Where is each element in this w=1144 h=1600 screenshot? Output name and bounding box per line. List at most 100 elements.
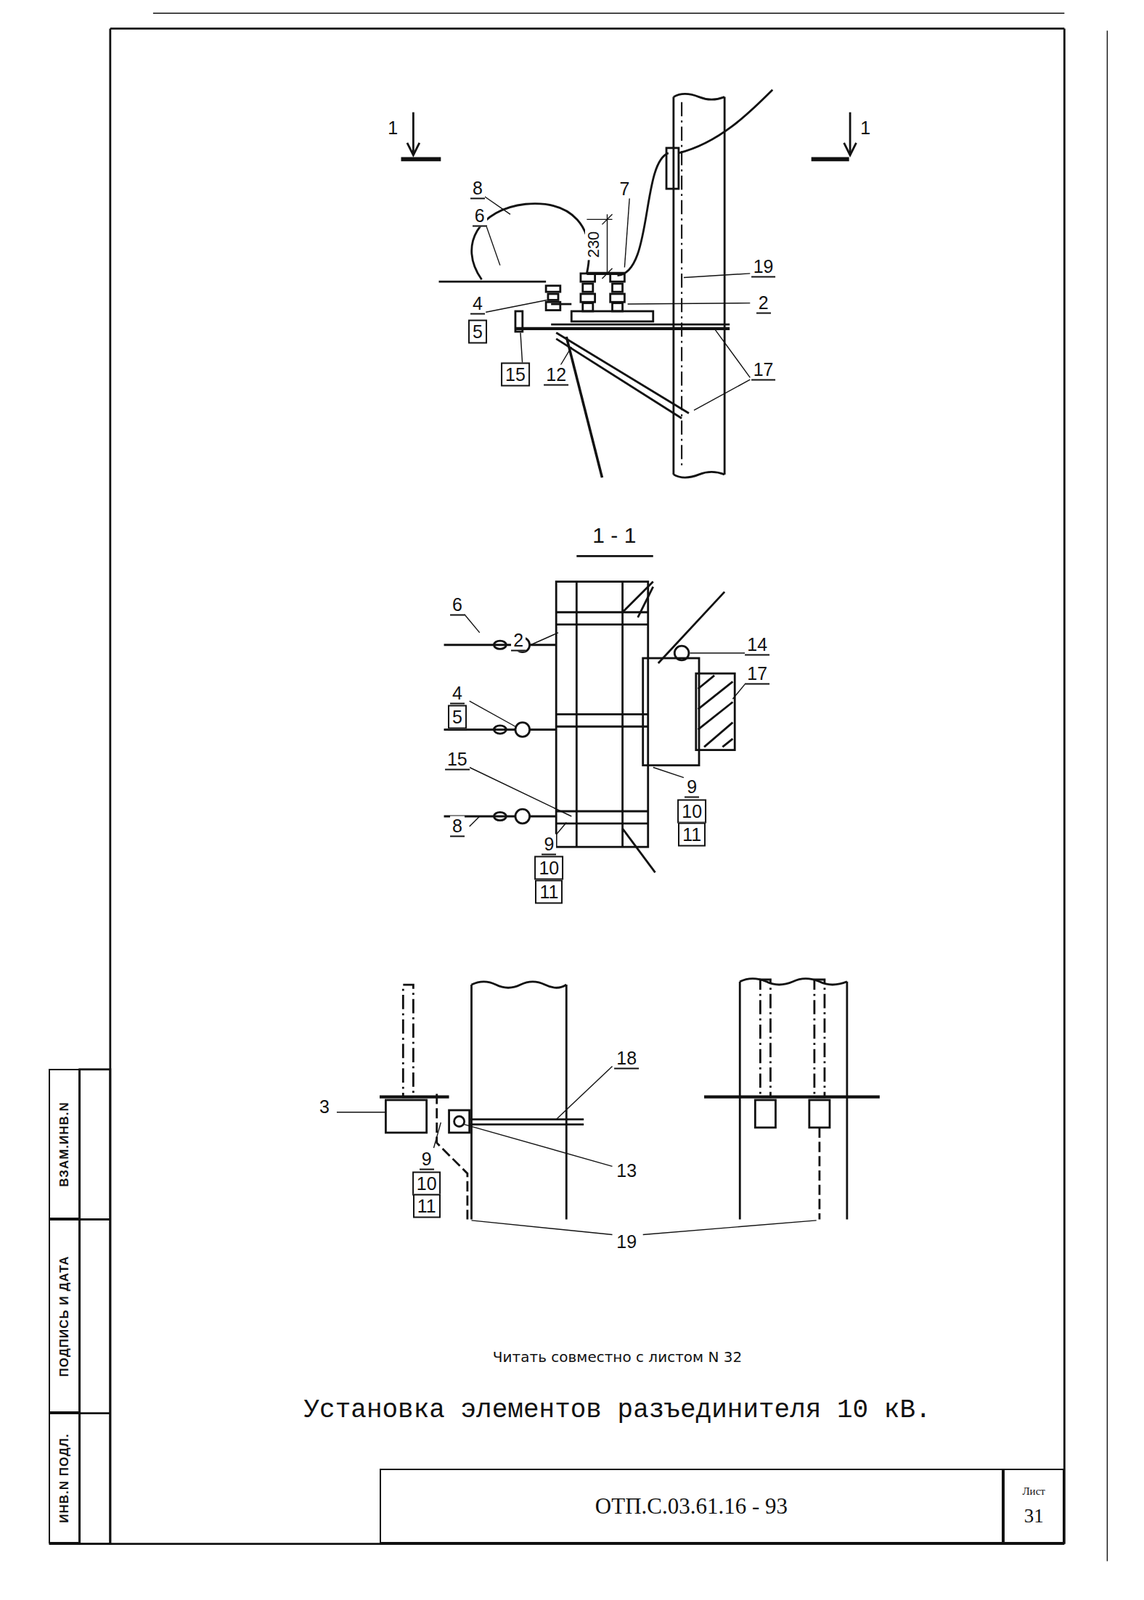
drawing-line xyxy=(1063,28,1066,1544)
drawing-line xyxy=(586,219,612,220)
drawing-line xyxy=(153,13,1065,14)
cell-text: ИНВ.N ПОДЛ. xyxy=(57,1433,72,1523)
note-text: Читать совместно с листом N 32 xyxy=(490,1349,745,1366)
cell-text: 31 xyxy=(1024,1505,1044,1528)
callout-number: 10 xyxy=(677,799,707,824)
drawing-line xyxy=(385,1100,427,1134)
callout-number: 8 xyxy=(470,178,485,200)
stamp-cell: ИНВ.N ПОДЛ. xyxy=(48,1413,80,1544)
drawing-line xyxy=(760,979,771,1098)
drawing-line xyxy=(566,336,602,478)
drawing-line xyxy=(610,293,625,302)
drawing-line xyxy=(529,815,557,819)
callout-number: 11 xyxy=(413,1194,441,1219)
drawing-line xyxy=(556,623,649,626)
callout-number: 14 xyxy=(744,634,770,656)
drawing-line xyxy=(469,767,572,818)
drawing-line xyxy=(601,268,612,279)
drawing-line xyxy=(723,97,726,475)
drawing-line xyxy=(617,153,669,276)
drawing-line xyxy=(471,982,567,988)
callout-number: 1 xyxy=(385,117,400,138)
drawing-line xyxy=(520,332,523,366)
drawing-line xyxy=(439,280,547,284)
drawing-line xyxy=(845,982,848,1221)
cell-text: Лист xyxy=(1022,1485,1045,1499)
callout-number: 11 xyxy=(534,879,563,904)
drawing-line xyxy=(493,812,506,821)
dimension: 230 xyxy=(585,229,603,261)
drawing-line xyxy=(556,822,649,825)
stamp-cell: ПОДПИСЬ И ДАТА xyxy=(48,1219,80,1414)
drawing-line xyxy=(704,1096,880,1099)
callout-number: 17 xyxy=(751,360,776,382)
drawing-line xyxy=(470,985,473,1220)
callout-number: 12 xyxy=(543,365,569,387)
drawing-line xyxy=(401,157,442,162)
drawing-line xyxy=(849,112,852,156)
drawing-line xyxy=(844,143,857,156)
drawing-line xyxy=(493,640,506,649)
callout-number: 7 xyxy=(617,179,632,199)
drawing-line xyxy=(336,1112,386,1113)
callout-number: 4 xyxy=(450,683,465,705)
drawing-line xyxy=(811,157,850,162)
drawing-line xyxy=(556,725,649,729)
drawing-line xyxy=(454,1116,465,1127)
callout-number: 10 xyxy=(412,1171,442,1196)
drawing-line xyxy=(464,1125,613,1168)
drawing-line xyxy=(434,1122,442,1149)
drawing-line xyxy=(582,283,594,292)
drawing-line xyxy=(556,822,567,835)
drawing-line xyxy=(698,702,734,731)
drawing-title: Установка элементов разъединителя 10 кВ. xyxy=(301,1397,933,1425)
drawing-line xyxy=(556,1067,612,1121)
drawing-line xyxy=(696,673,735,750)
drawing-line xyxy=(471,1220,613,1236)
drawing-line xyxy=(412,112,415,156)
drawing-line xyxy=(638,587,654,618)
drawing-line xyxy=(464,614,480,633)
drawing-line xyxy=(674,646,689,661)
drawing-line xyxy=(722,738,733,747)
callout-number: 11 xyxy=(677,823,706,848)
drawing-line xyxy=(336,1067,817,1236)
cell-text: ВЗАМ.ИНВ.N xyxy=(57,1101,72,1188)
callout-number: 4 xyxy=(470,293,485,315)
drawing-line xyxy=(556,713,649,716)
section-label: 1 - 1 xyxy=(590,524,639,548)
callout-number: 17 xyxy=(744,664,770,686)
drawing-line xyxy=(689,652,747,654)
drawing-line xyxy=(1106,30,1108,1562)
drawing-line xyxy=(565,985,568,1220)
callout-number: 18 xyxy=(614,1048,639,1070)
drawing-line xyxy=(580,293,596,302)
drawing-line xyxy=(673,93,725,100)
drawing-line xyxy=(612,283,623,292)
callout-number: 13 xyxy=(614,1160,639,1181)
drawing-line xyxy=(493,725,506,734)
drawing-line xyxy=(485,299,547,313)
callout-number: 6 xyxy=(472,206,488,228)
drawing-line xyxy=(530,632,559,646)
callout-number: 15 xyxy=(500,362,530,387)
drawing-line xyxy=(738,982,742,1221)
drawing-line xyxy=(606,214,608,274)
drawing-line xyxy=(714,328,750,379)
cell-text: ОТП.С.03.61.16 - 93 xyxy=(595,1493,788,1521)
drawing-line xyxy=(601,214,612,225)
callout-number: 19 xyxy=(614,1231,639,1252)
drawing-line xyxy=(402,985,414,1098)
drawing-line xyxy=(653,767,684,779)
drawing-line xyxy=(672,97,675,475)
drawing-line xyxy=(556,611,649,614)
sheet-frame xyxy=(48,13,1107,1562)
callout-number: 9 xyxy=(684,777,700,799)
callout-number: 10 xyxy=(534,856,564,881)
drawing-line xyxy=(556,582,649,848)
drawing-line xyxy=(673,471,725,478)
stamp-cell: ВЗАМ.ИНВ.N xyxy=(48,1069,80,1220)
drawing-line xyxy=(680,102,683,470)
drawing-line xyxy=(79,1218,111,1221)
callout-number: 19 xyxy=(751,256,776,279)
